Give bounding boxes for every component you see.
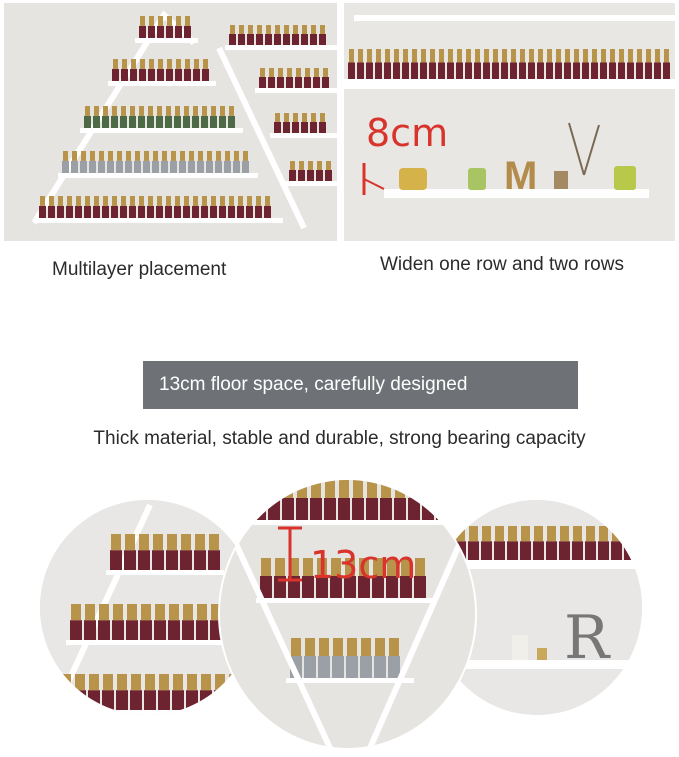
photo-single-shelf: 8cm M [344, 3, 675, 241]
dimension-label-8cm: 8cm [366, 111, 448, 155]
caption-multilayer: Multilayer placement [52, 259, 227, 280]
feature-banner: 13cm floor space, carefully designed [143, 361, 578, 409]
caption-widen: Widen one row and two rows [380, 254, 624, 275]
single-shelf-illustration: 8cm M [344, 3, 675, 241]
center-detail-illustration: 13cm [220, 480, 475, 748]
dimension-label-13cm: 13cm [310, 543, 416, 587]
perfume-bottle [399, 168, 427, 190]
letter-r-decor: R [564, 603, 611, 673]
detail-circle-center: 13cm [218, 478, 477, 750]
multilayer-rack-illustration [4, 3, 337, 241]
photo-multilayer-rack [4, 3, 337, 241]
feature-subheading: Thick material, stable and durable, stro… [93, 428, 586, 449]
letter-m-decor: M [504, 154, 537, 198]
